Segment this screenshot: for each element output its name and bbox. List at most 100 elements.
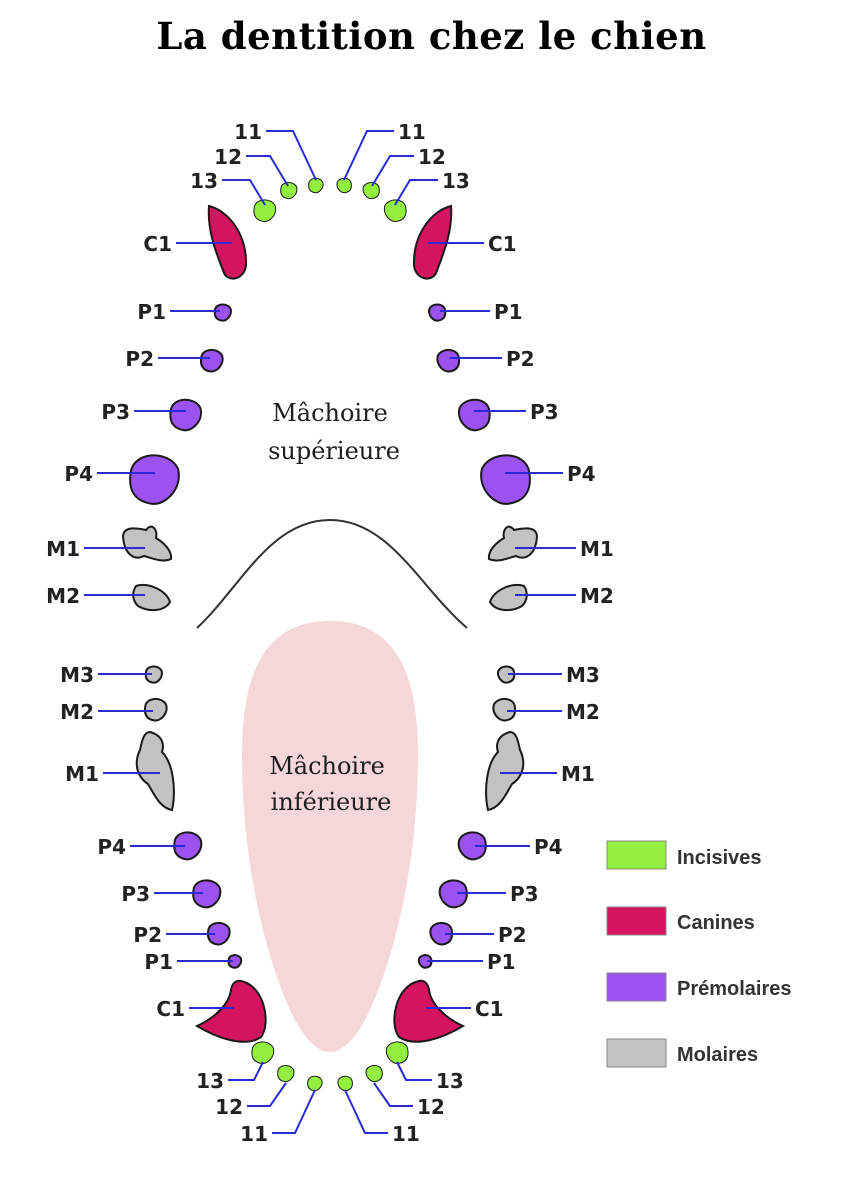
incisor-shape: [307, 1075, 323, 1092]
tooth-label-upper-left-p2: P2: [125, 347, 154, 371]
tooth-label-lower-left-13: 13: [196, 1069, 224, 1093]
tooth-lower-right-12: [365, 1064, 383, 1083]
incisor-shape: [362, 181, 380, 200]
tooth-label-lower-right-13: 13: [436, 1069, 464, 1093]
lower-jaw-label-line2: inférieure: [271, 788, 392, 816]
tooth-upper-right-11: [336, 177, 352, 194]
incisor-shape: [336, 177, 352, 194]
tooth-upper-left-11: [308, 177, 324, 194]
premolar-shape: [428, 303, 447, 322]
molar-shape: [121, 525, 173, 562]
incisor-shape: [253, 199, 277, 222]
incisor-shape: [385, 1041, 409, 1064]
tooth-upper-left-p1: [213, 303, 232, 322]
molar-shape: [497, 665, 516, 684]
tooth-label-lower-left-p2: P2: [133, 923, 162, 947]
tooth-lower-right-p1: [417, 954, 433, 969]
tooth-lower-right-c1: [393, 979, 466, 1043]
tooth-lower-right-m3: [497, 665, 516, 684]
molar-shape: [143, 697, 168, 722]
tooth-label-upper-left-p4: P4: [64, 462, 93, 486]
tooth-label-lower-left-p4: P4: [97, 835, 126, 859]
tooth-upper-right-p1: [428, 303, 447, 322]
leader-line-lower-left-11: [272, 1089, 316, 1134]
tooth-lower-left-m2: [143, 697, 168, 722]
leader-line-upper-left-12: [246, 155, 289, 187]
premolar-shape: [173, 831, 203, 861]
tooth-upper-left-13: [253, 199, 277, 222]
molar-shape: [135, 730, 175, 812]
tooth-upper-left-p3: [169, 398, 203, 432]
leader-line-lower-left-12: [247, 1082, 287, 1107]
upper-jaw-label-line1: Mâchoire: [272, 399, 388, 427]
leader-line-lower-left-13: [228, 1061, 264, 1081]
tooth-lower-right-p2: [429, 921, 454, 946]
tooth-label-lower-left-p1: P1: [144, 950, 173, 974]
tooth-label-upper-left-c1: C1: [143, 232, 172, 256]
legend-swatch-molar: [606, 1038, 667, 1068]
leader-line-lower-right-13: [396, 1061, 432, 1081]
canine-shape: [393, 979, 466, 1043]
molar-shape: [132, 584, 172, 612]
tooth-label-upper-right-11: 11: [398, 120, 426, 144]
leader-line-upper-left-13: [222, 179, 266, 206]
incisor-shape: [308, 177, 324, 194]
tooth-upper-left-p4: [129, 454, 180, 505]
canine-shape: [194, 979, 267, 1043]
tooth-label-upper-left-p3: P3: [101, 400, 130, 424]
premolar-shape: [206, 921, 231, 946]
tooth-lower-right-p3: [438, 879, 468, 909]
incisor-shape: [277, 1064, 295, 1083]
premolar-shape: [169, 398, 203, 432]
tooth-lower-right-13: [385, 1041, 409, 1064]
tooth-upper-right-12: [362, 181, 380, 200]
tooth-label-lower-right-12: 12: [417, 1095, 445, 1119]
legend-label-canine: Canines: [677, 912, 755, 934]
tooth-label-lower-right-c1: C1: [475, 997, 504, 1021]
molar-shape: [485, 730, 525, 812]
premolar-shape: [227, 954, 243, 969]
molar-shape: [492, 697, 517, 722]
leader-line-upper-right-11: [343, 130, 394, 181]
mouth-background: [196, 518, 468, 1052]
page-title: La dentition chez le chien: [156, 14, 707, 58]
tooth-upper-right-p2: [436, 348, 461, 373]
tooth-label-lower-left-c1: C1: [156, 997, 185, 1021]
leader-line-upper-right-12: [371, 155, 414, 187]
upper-jaw-label-line2: supérieure: [268, 437, 400, 465]
tooth-lower-left-p1: [227, 954, 243, 969]
tooth-label-lower-left-p3: P3: [121, 882, 150, 906]
leader-line-upper-left-11: [266, 130, 317, 181]
tooth-lower-left-13: [251, 1041, 275, 1064]
lower-jaw-label-line1: Mâchoire: [269, 752, 385, 780]
legend-swatch-incisor: [606, 840, 667, 870]
tooth-upper-left-p2: [199, 348, 224, 373]
legend-swatch-premolar: [606, 972, 667, 1002]
tooth-label-lower-right-m3: M3: [566, 663, 600, 687]
tooth-label-upper-right-c1: C1: [488, 232, 517, 256]
tooth-upper-left-12: [280, 181, 298, 200]
tooth-lower-right-m1: [485, 730, 525, 812]
premolar-shape: [436, 348, 461, 373]
leader-line-upper-right-13: [394, 179, 438, 206]
tooth-label-upper-left-13: 13: [190, 169, 218, 193]
tooth-label-lower-right-p2: P2: [498, 923, 527, 947]
premolar-shape: [457, 831, 487, 861]
tooth-label-lower-left-m2: M2: [60, 700, 94, 724]
tooth-label-lower-left-m3: M3: [60, 663, 94, 687]
tooth-label-upper-left-11: 11: [234, 120, 262, 144]
premolar-shape: [199, 348, 224, 373]
legend-label-molar: Molaires: [677, 1044, 758, 1066]
tooth-lower-right-m2: [492, 697, 517, 722]
tooth-label-lower-right-p4: P4: [534, 835, 563, 859]
incisor-shape: [337, 1075, 353, 1092]
tooth-label-upper-left-p1: P1: [137, 300, 166, 324]
premolar-shape: [457, 398, 491, 432]
leader-line-lower-right-12: [373, 1082, 413, 1107]
tooth-upper-right-13: [383, 199, 407, 222]
tooth-label-lower-right-11: 11: [392, 1122, 420, 1146]
legend-label-incisor: Incisives: [677, 847, 762, 869]
premolar-shape: [192, 879, 222, 909]
